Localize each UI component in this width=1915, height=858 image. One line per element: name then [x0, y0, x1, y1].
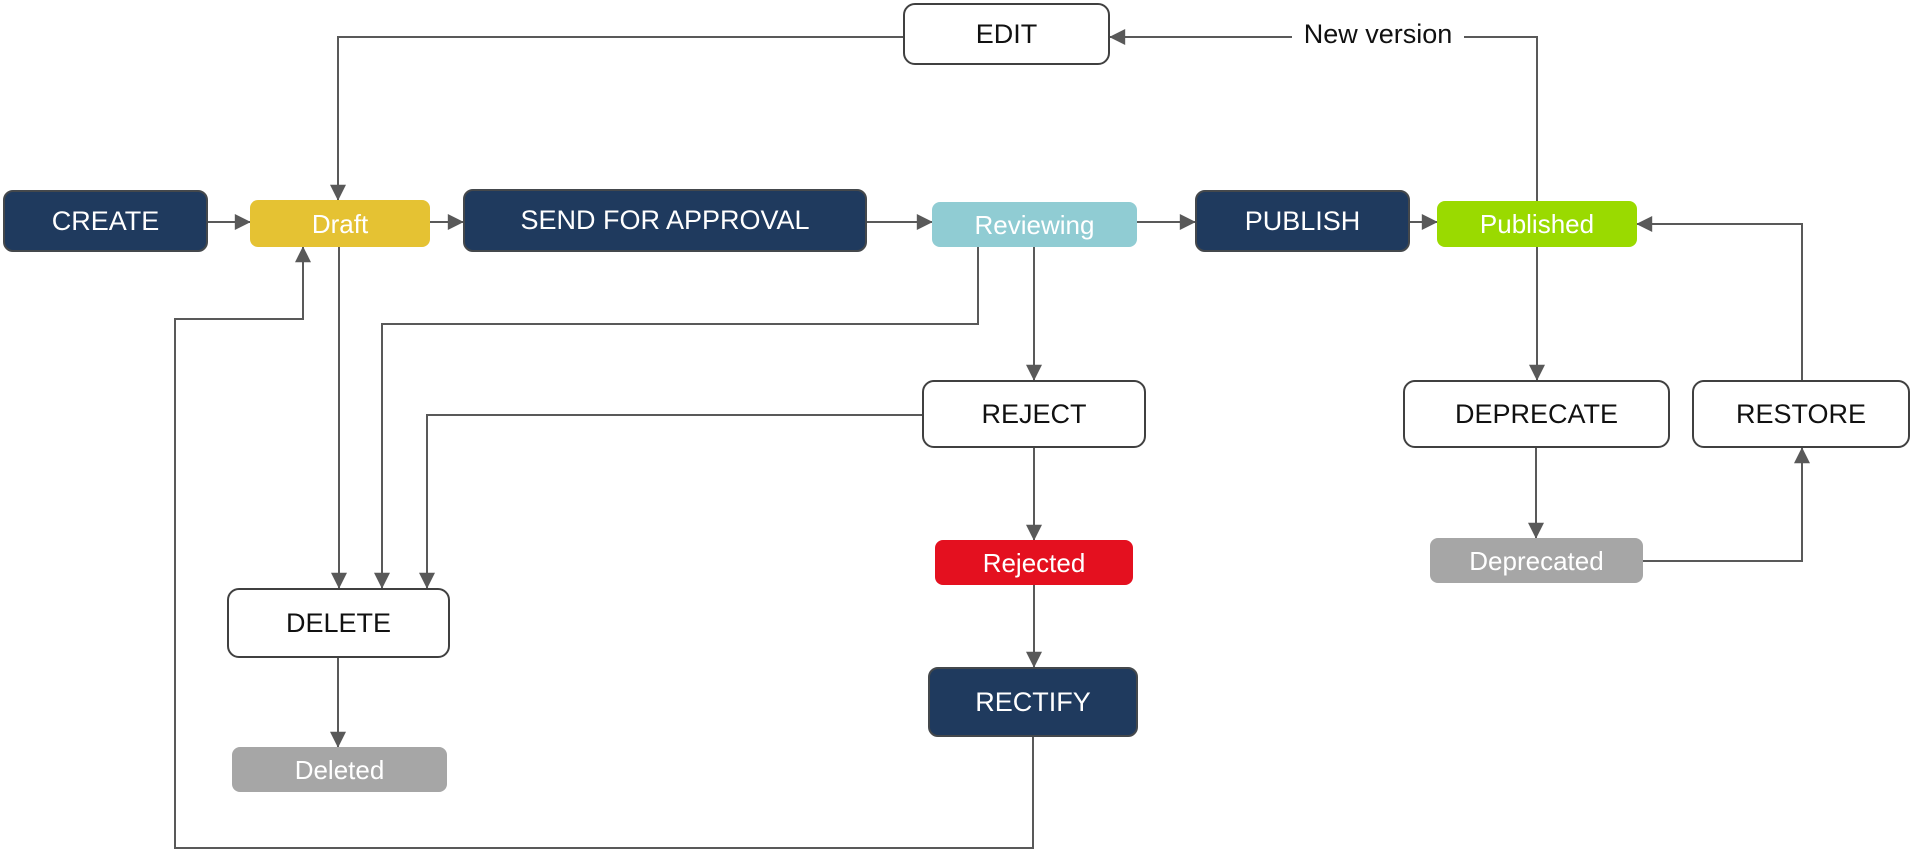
node-send-for-approval: SEND FOR APPROVAL [463, 189, 867, 252]
node-restore: RESTORE [1692, 380, 1910, 448]
edge-label-new-version: New version [1292, 16, 1464, 52]
edge-deprecated-restore [1643, 447, 1810, 562]
node-published: Published [1437, 201, 1637, 247]
node-rejected: Rejected [935, 540, 1133, 585]
node-publish: PUBLISH [1195, 190, 1410, 252]
node-create: CREATE [3, 190, 208, 252]
node-edit: EDIT [903, 3, 1110, 65]
edge-restore-published [1636, 216, 1803, 380]
node-deprecate: DEPRECATE [1403, 380, 1670, 448]
node-reviewing: Reviewing [932, 202, 1137, 247]
node-deleted: Deleted [232, 747, 447, 792]
edge-published-edit [1109, 29, 1538, 201]
node-reject: REJECT [922, 380, 1146, 448]
edge-reject-delete [419, 414, 922, 589]
node-rectify: RECTIFY [928, 667, 1138, 737]
edge-edit-draft [330, 36, 903, 201]
node-deprecated: Deprecated [1430, 538, 1643, 583]
edge-reviewing-delete [374, 247, 979, 589]
node-delete: DELETE [227, 588, 450, 658]
node-draft: Draft [250, 200, 430, 247]
